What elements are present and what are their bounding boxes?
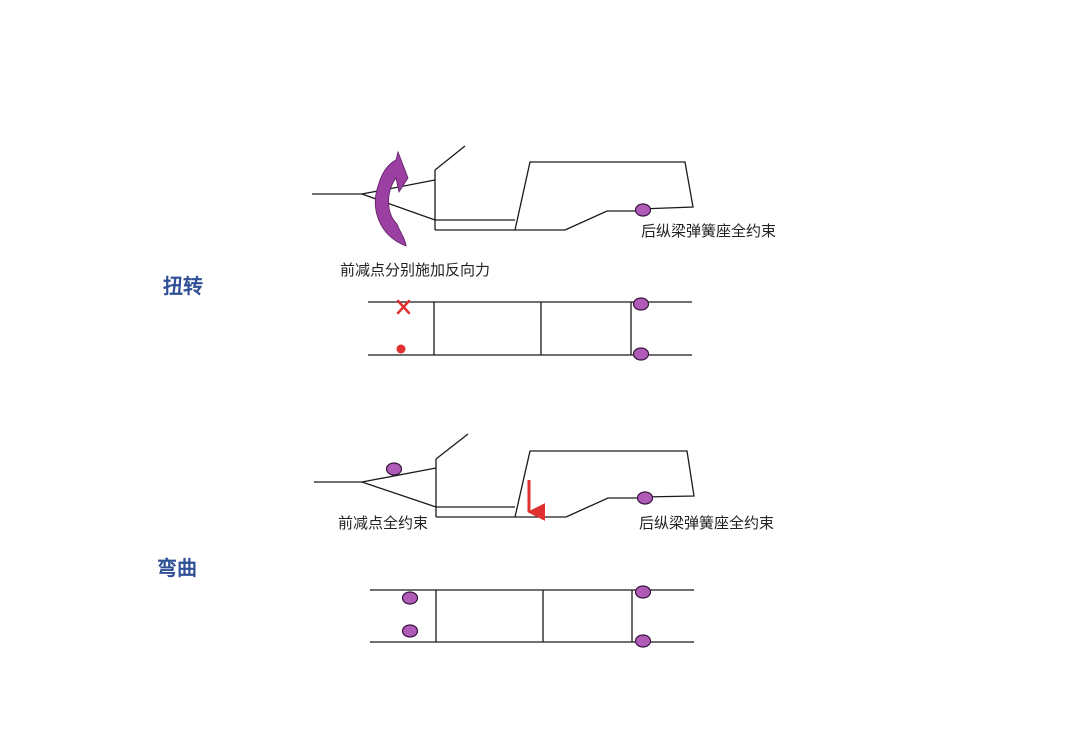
torsion-label: 扭转 (163, 274, 203, 298)
dot-icon (396, 344, 406, 354)
bending-rear-note: 后纵梁弹簧座全约束 (639, 514, 775, 532)
bending-label: 弯曲 (157, 556, 197, 580)
constraint-icon (401, 591, 419, 605)
constraint-icon (385, 462, 403, 476)
torsion-rear-note: 后纵梁弹簧座全约束 (641, 222, 777, 240)
bending-side-view (314, 433, 695, 518)
constraint-icon (632, 347, 650, 361)
constraint-icon (634, 634, 652, 648)
curved-arrow-icon (374, 150, 409, 247)
cross-icon (396, 299, 411, 315)
torsion-front-note: 前减点分别施加反向力 (340, 261, 491, 279)
bending-front-note: 前减点全约束 (338, 514, 429, 532)
constraint-icon (636, 491, 654, 505)
constraint-icon (632, 297, 650, 311)
torsion-side-view (312, 145, 694, 231)
constraint-icon (634, 585, 652, 599)
constraint-icon (634, 203, 652, 217)
constraint-icon (401, 624, 419, 638)
